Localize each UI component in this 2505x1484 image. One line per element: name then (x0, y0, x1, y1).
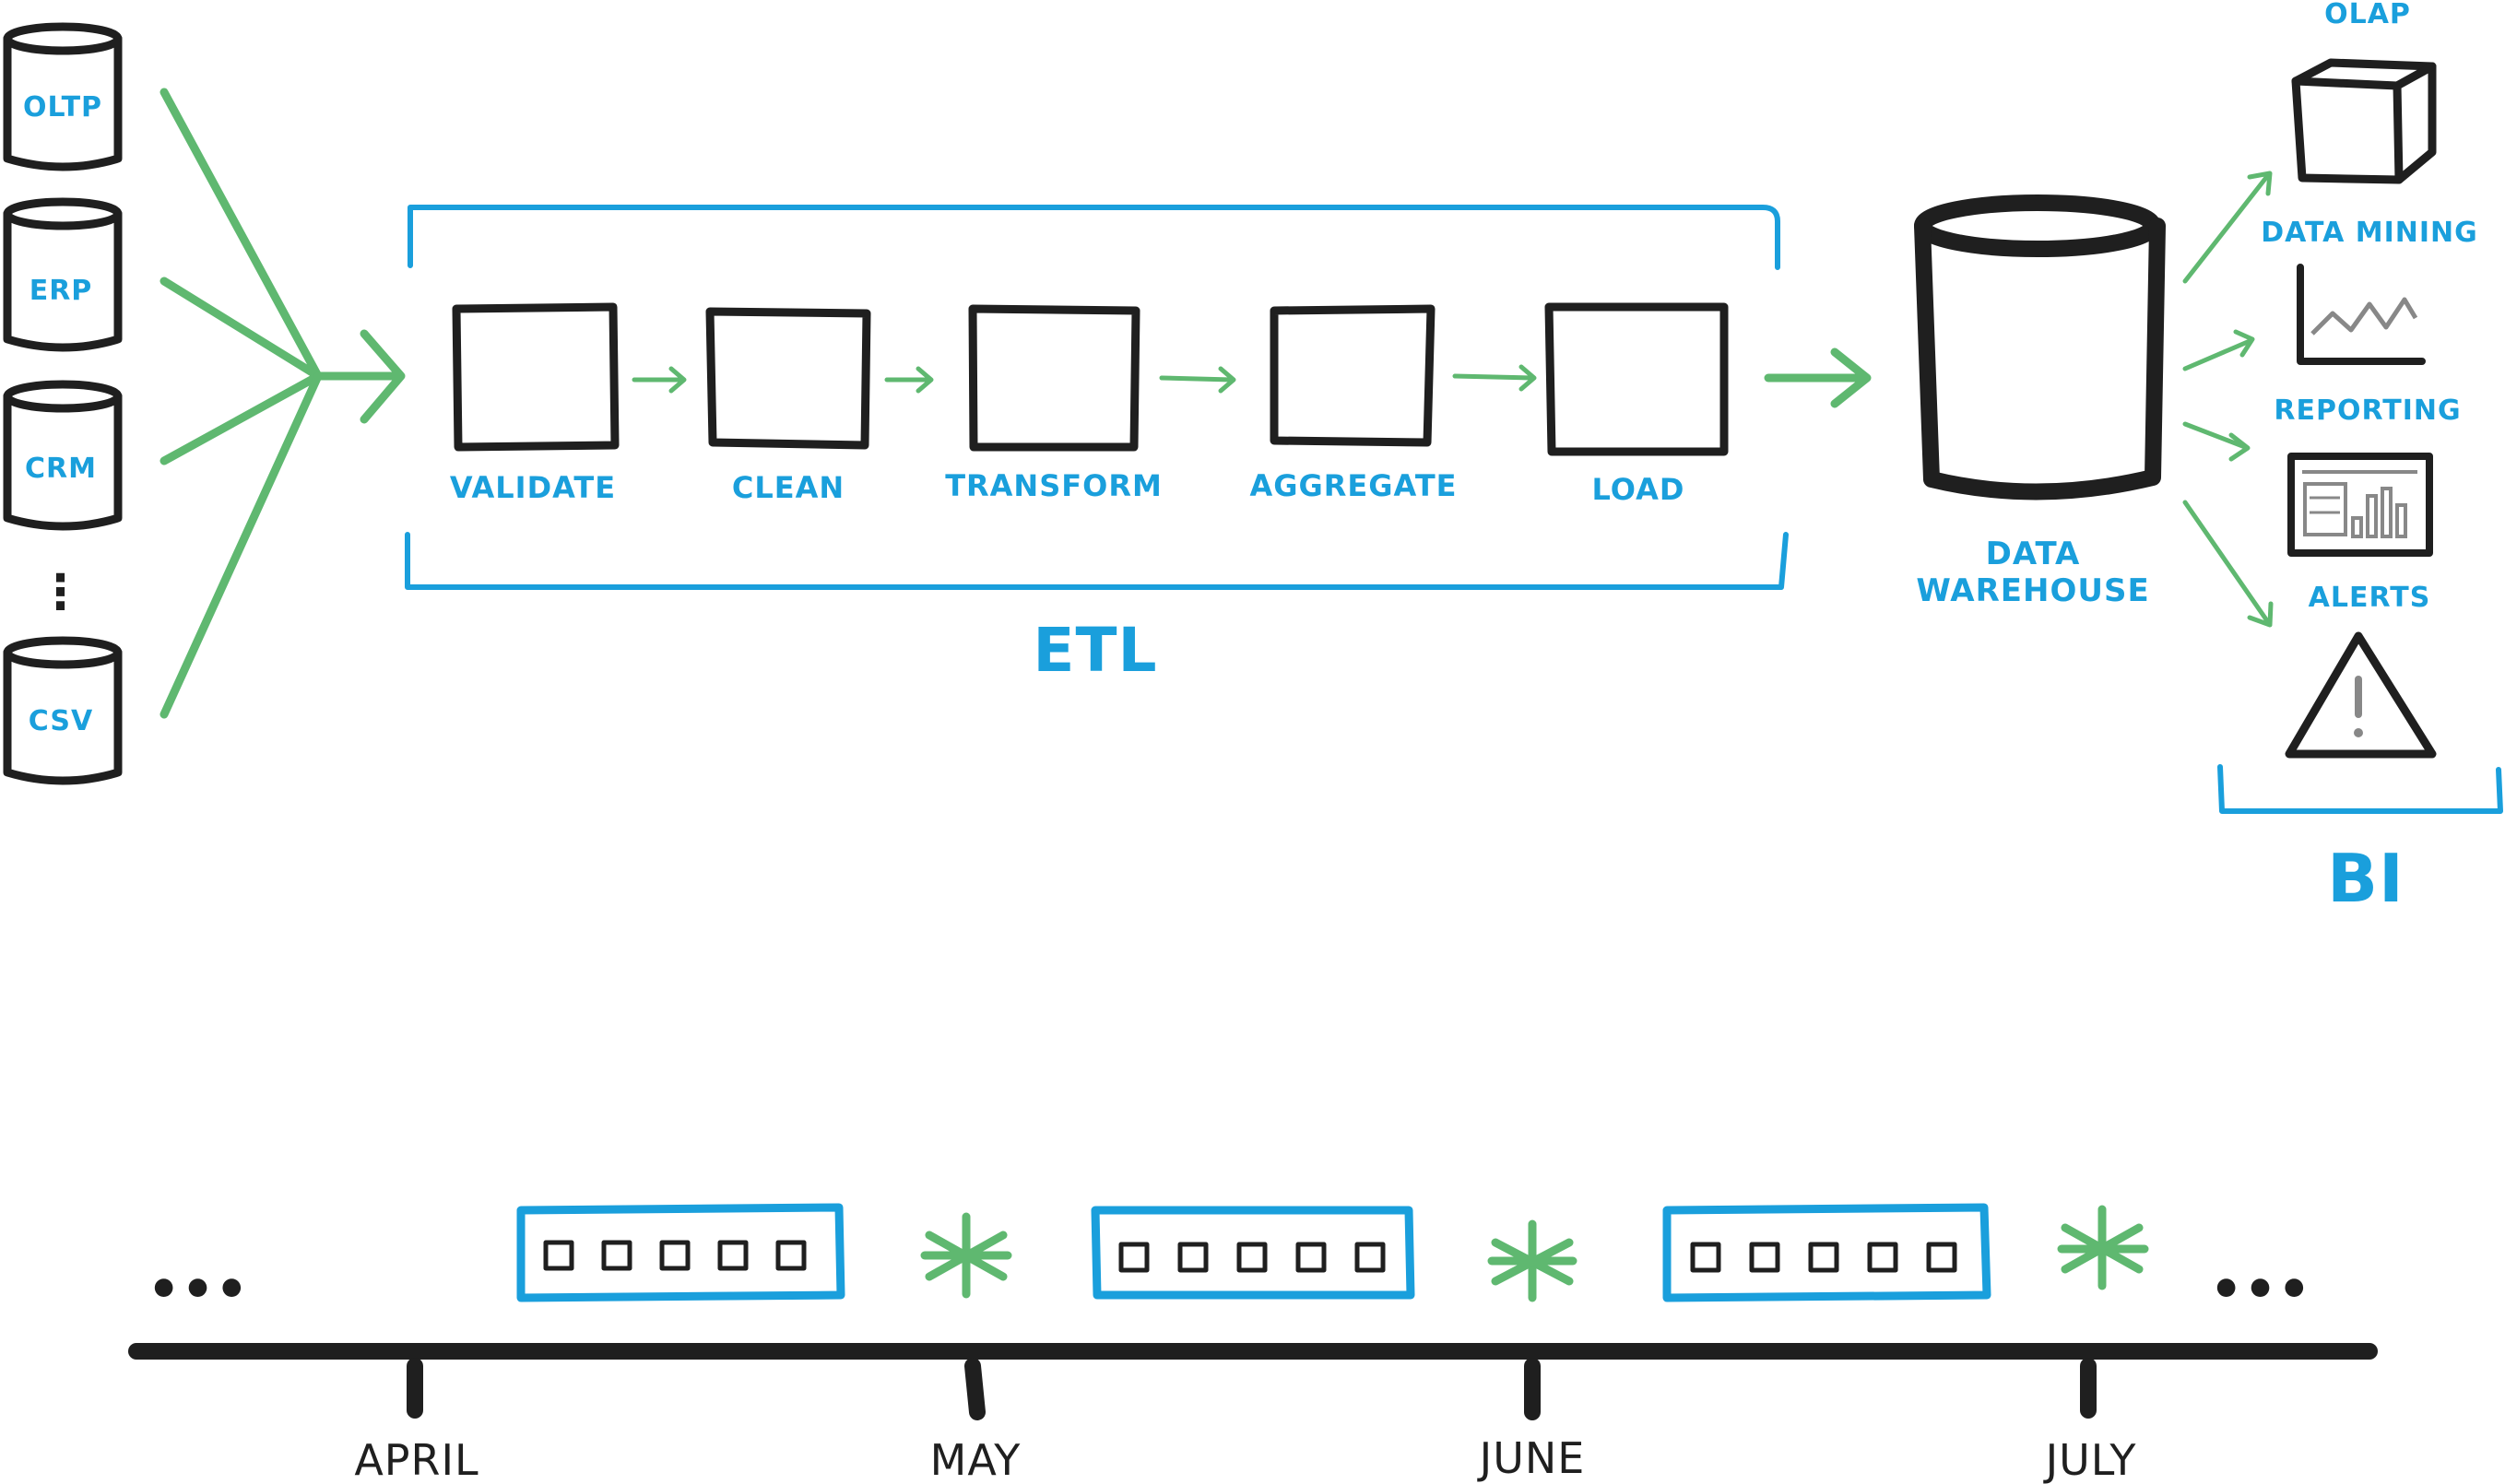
batch-window (516, 1203, 845, 1302)
source-oltp: OLTP (3, 22, 123, 171)
etl-step-clean: CLEAN (705, 307, 871, 505)
step-label: VALIDATE (450, 470, 616, 505)
bi-label: OLAP (2324, 0, 2411, 30)
source-erp: ERP (3, 197, 123, 352)
step-box (968, 304, 1140, 452)
bi-alerts: ALERTS (2285, 582, 2437, 759)
asterisk-marker-icon (2057, 1205, 2149, 1290)
bi-label: ALERTS (2309, 582, 2431, 614)
batch-window (1662, 1203, 1991, 1302)
source-label: CSV (29, 705, 93, 737)
timeline-axis (128, 1343, 2378, 1420)
step-label: AGGREGATE (1249, 468, 1457, 503)
bi-data-mining: DATA MINING (2261, 217, 2478, 365)
batch-job-icon (1662, 1203, 1991, 1302)
warehouse-to-bi-arrows (2182, 171, 2274, 628)
etl-step-load: LOAD (1544, 302, 1729, 507)
cube-icon (2291, 58, 2437, 184)
month-label: JULY (2043, 1435, 2137, 1484)
month-label: JUNE (1477, 1433, 1586, 1483)
warehouse-label-line1: DATA (1986, 536, 2081, 572)
etl-step-validate: VALIDATE (450, 302, 620, 505)
etl-step-arrows (632, 364, 1537, 394)
source-label: OLTP (23, 91, 102, 124)
step-label: TRANSFORM (945, 468, 1163, 503)
etl-to-warehouse-arrow (1764, 347, 1872, 408)
dashboard-icon (2287, 453, 2433, 557)
batch-window (1091, 1206, 1415, 1300)
source-merge-arrows (160, 88, 406, 719)
batch-job-icon (516, 1203, 845, 1302)
timeline-leading-ellipsis: ••• (148, 1260, 249, 1320)
batch-job-icon (1091, 1206, 1415, 1300)
source-csv: CSV (3, 636, 123, 785)
tick-may (964, 1358, 986, 1420)
warehouse-label-line2: WAREHOUSE (1916, 572, 2149, 609)
database-cylinder-icon (3, 197, 123, 352)
etl-bottom-bracket (405, 532, 1789, 590)
bi-olap: OLAP (2291, 0, 2437, 184)
step-label: CLEAN (732, 470, 845, 505)
asterisk-marker-icon (920, 1212, 1012, 1299)
asterisk-marker-icon (1487, 1219, 1577, 1302)
step-label: LOAD (1592, 472, 1685, 507)
database-cylinder-icon (3, 22, 123, 171)
database-cylinder-icon (3, 636, 123, 785)
source-crm: CRM (3, 380, 123, 531)
etl-title: ETL (1033, 615, 1157, 686)
etl-top-bracket (408, 205, 1780, 270)
sources-ellipsis: ⋮ (37, 565, 86, 620)
bi-bracket (2217, 764, 2503, 814)
bi-title: BI (2327, 840, 2405, 917)
source-label: ERP (30, 275, 93, 307)
step-box (705, 307, 871, 450)
database-cylinder-icon (3, 380, 123, 531)
bi-label: REPORTING (2274, 395, 2461, 427)
step-box (1270, 304, 1436, 447)
month-label: APRIL (354, 1435, 479, 1484)
step-box (1544, 302, 1729, 456)
etl-step-transform: TRANSFORM (945, 304, 1163, 503)
month-label: MAY (930, 1435, 1022, 1484)
source-label: CRM (25, 453, 97, 485)
timeline-trailing-ellipsis: ••• (2210, 1260, 2311, 1320)
bi-label: DATA MINING (2261, 217, 2478, 249)
warning-triangle-icon (2285, 631, 2437, 759)
etl-step-aggregate: AGGREGATE (1249, 304, 1457, 503)
warehouse: DATA WAREHOUSE (1914, 194, 2166, 609)
bi-reporting: REPORTING (2274, 395, 2461, 557)
line-chart-icon (2297, 264, 2426, 365)
warehouse-cylinder-icon (1914, 194, 2166, 501)
step-box (452, 302, 620, 452)
